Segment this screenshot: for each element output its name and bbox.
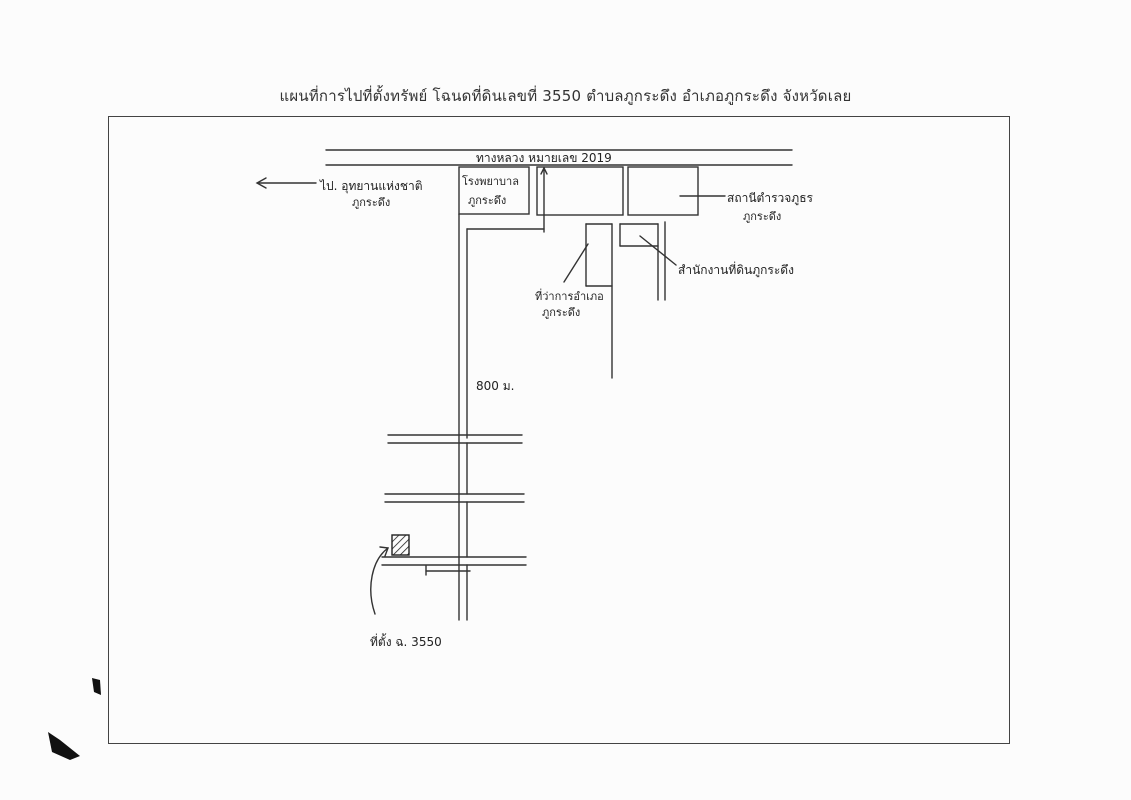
- hospital-label-line1: โรงพยาบาล: [462, 174, 519, 188]
- map-frame: [108, 116, 1010, 744]
- land-office-pointer: [639, 235, 677, 266]
- site-label: ที่ตั้ง ฉ. 3550: [370, 633, 442, 649]
- hospital-label-line2: ภูกระดึง: [468, 194, 506, 207]
- park-label-line2: ภูกระดึง: [352, 196, 390, 209]
- distance-label: 800 ม.: [476, 379, 514, 393]
- district-office-label-line2: ภูกระดึง: [542, 306, 580, 319]
- land-office-label: สำนักงานที่ดินภูกระดึง: [678, 261, 794, 278]
- district-office-label-line1: ที่ว่าการอำเภอ: [535, 288, 604, 303]
- arrow-left-icon: [255, 177, 267, 189]
- property-parcel-marker: [391, 534, 410, 556]
- highway-label: ทางหลวง หมายเลข 2019: [476, 151, 612, 165]
- page-title: แผนที่การไปที่ตั้งทรัพย์ โฉนดที่ดินเลขที…: [279, 87, 852, 105]
- district-frontage-block: [536, 166, 624, 216]
- site-arrow-icon: [379, 546, 389, 557]
- police-label-line2: ภูกระดึง: [743, 210, 781, 223]
- site-pointer-curve: [370, 547, 389, 615]
- ink-smudge: [92, 678, 101, 695]
- arrow-up-icon: [540, 166, 548, 175]
- district-office-pointer: [563, 243, 589, 283]
- park-label-line1: ไป. อุทยานแห่งชาติ: [319, 179, 423, 194]
- police-label-line1: สถานีตำรวจภูธร: [727, 191, 814, 206]
- hospital-building: [458, 166, 530, 215]
- ink-smudge: [48, 732, 80, 760]
- police-station-building: [627, 166, 699, 216]
